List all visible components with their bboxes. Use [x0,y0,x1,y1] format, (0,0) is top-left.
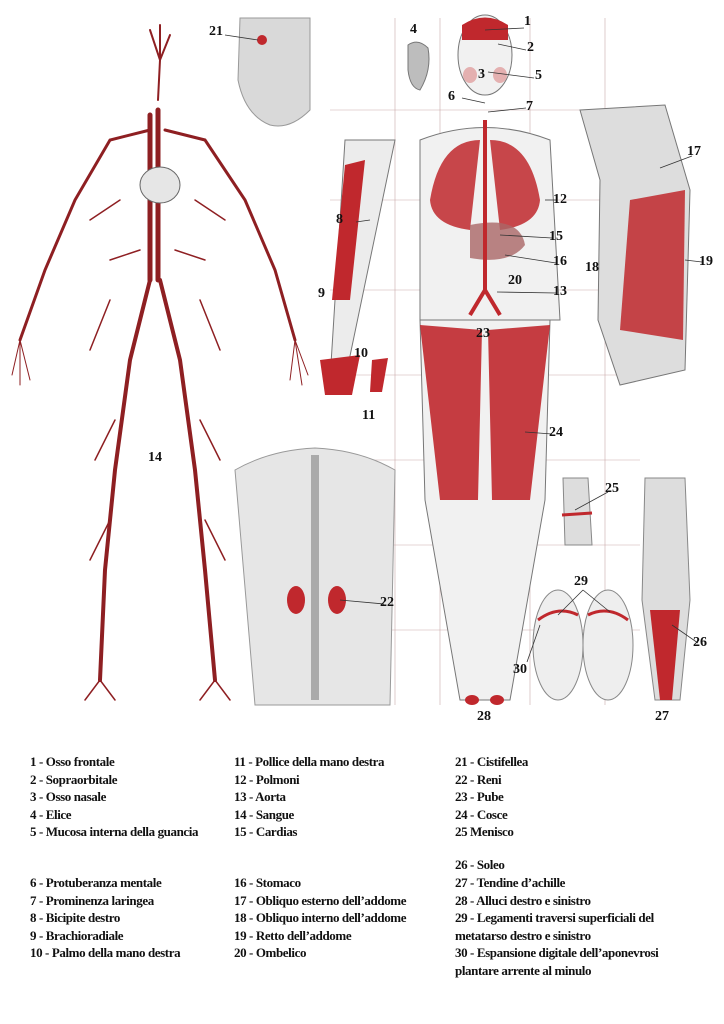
gallbladder-mark [257,35,267,45]
toe-mark [490,695,504,705]
aorta-line [468,120,502,317]
thighs-illustration [420,325,550,500]
ear-illustration [407,41,430,91]
leader-lines [224,27,703,663]
callout-3: 3 [478,67,485,82]
legend-item: 5 - Mucosa interna della guancia [30,824,199,839]
callout-11: 11 [362,408,376,423]
foot-sole-illustration [532,589,584,701]
hand-illustration [320,355,360,395]
legend-item: 3 - Osso nasale [30,789,106,804]
arm-biceps-illustration [332,160,365,300]
callout-22: 22 [380,595,394,610]
callout-8: 8 [336,212,343,227]
callout-13: 13 [553,284,567,299]
callout-23: 23 [476,326,490,341]
callout-24: 24 [549,425,563,440]
legend-item: 30 - Espansione digitale dell’aponevrosi [455,945,659,960]
legend-item: 7 - Prominenza laringea [30,892,154,908]
callout-10: 10 [354,346,368,361]
legend-item: 12 - Polmoni [234,771,300,787]
legend-item: 14 - Sangue [234,806,294,822]
legend-item: 8 - Bicipite destro [30,910,121,925]
legend-item: 1 - Osso frontale [30,754,115,769]
head-highlight [462,17,508,40]
callout-21: 21 [209,24,223,39]
legend-item: 20 - Ombelico [234,945,307,960]
callout-7: 7 [526,99,533,114]
kidney-mark [328,586,346,614]
legend-item: 22 - Reni [455,771,502,787]
legend-item: 24 - Cosce [455,806,508,822]
legend-item: metatarso destro e sinistro [455,927,591,943]
legend-item: 15 - Cardias [234,824,298,839]
lungs-illustration [430,140,540,230]
legend-item: 4 - Elice [30,806,72,822]
callout-28: 28 [477,709,491,724]
legend-item: 23 - Pube [455,789,504,804]
callout-9: 9 [318,286,325,301]
heart-icon [139,166,181,204]
cheek-mark [463,67,477,83]
circulatory-system-figure [11,24,309,701]
legend-item: 11 - Pollice della mano destra [234,754,385,769]
legend-item: 10 - Palmo della mano destra [30,945,181,960]
callout-20: 20 [508,273,522,288]
toe-mark [465,695,479,705]
legend-item: 27 - Tendine d’achille [455,875,566,890]
legend-item: 2 - Sopraorbitale [30,771,118,787]
kidney-mark [287,586,305,614]
callout-12: 12 [553,192,567,207]
callout-16: 16 [553,254,567,269]
callout-29: 29 [574,574,588,589]
callout-15: 15 [549,229,563,244]
callout-18: 18 [585,260,599,275]
legend-item: 19 - Retto dell’addome [234,927,352,943]
callout-27: 27 [655,709,669,724]
callout-19: 19 [699,254,713,269]
abdominal-muscles [620,190,685,340]
callout-5: 5 [535,68,542,83]
soleus-muscle [650,610,680,700]
legend-item: 6 - Protuberanza mentale [30,875,162,890]
callout-14: 14 [148,450,162,465]
anatomy-illustration [11,14,703,706]
legend-item: 13 - Aorta [234,789,286,804]
callout-2: 2 [527,40,534,55]
legend-item: 17 - Obliquo esterno dell’addome [234,892,407,908]
legend-item: 9 - Brachioradiale [30,927,124,943]
legend-item: 16 - Stomaco [234,875,301,890]
legend-item: 18 - Obliquo interno dell’addome [234,910,407,925]
callout-1: 1 [524,14,531,29]
legend-item: 25 Menisco [455,824,514,839]
legend-item: 26 - Soleo [455,857,505,872]
legend-item: plantare arrente al minulo [455,962,592,978]
legend-item: 28 - Alluci destro e sinistro [455,892,591,908]
callout-26: 26 [693,635,707,650]
thumb-illustration [370,358,388,392]
callout-6: 6 [448,89,455,104]
legend-item: 29 - Legamenti traversi superficiali del [455,910,654,925]
legend-item: 21 - Cistifellea [455,754,529,769]
callout-17: 17 [687,144,701,159]
foot-sole-illustration [582,589,634,701]
callout-25: 25 [605,481,619,496]
cheek-mark [493,67,507,83]
callout-4: 4 [410,22,417,37]
callout-30: 30 [513,662,527,677]
intestines-illustration [237,17,311,127]
knee-illustration [562,477,593,546]
